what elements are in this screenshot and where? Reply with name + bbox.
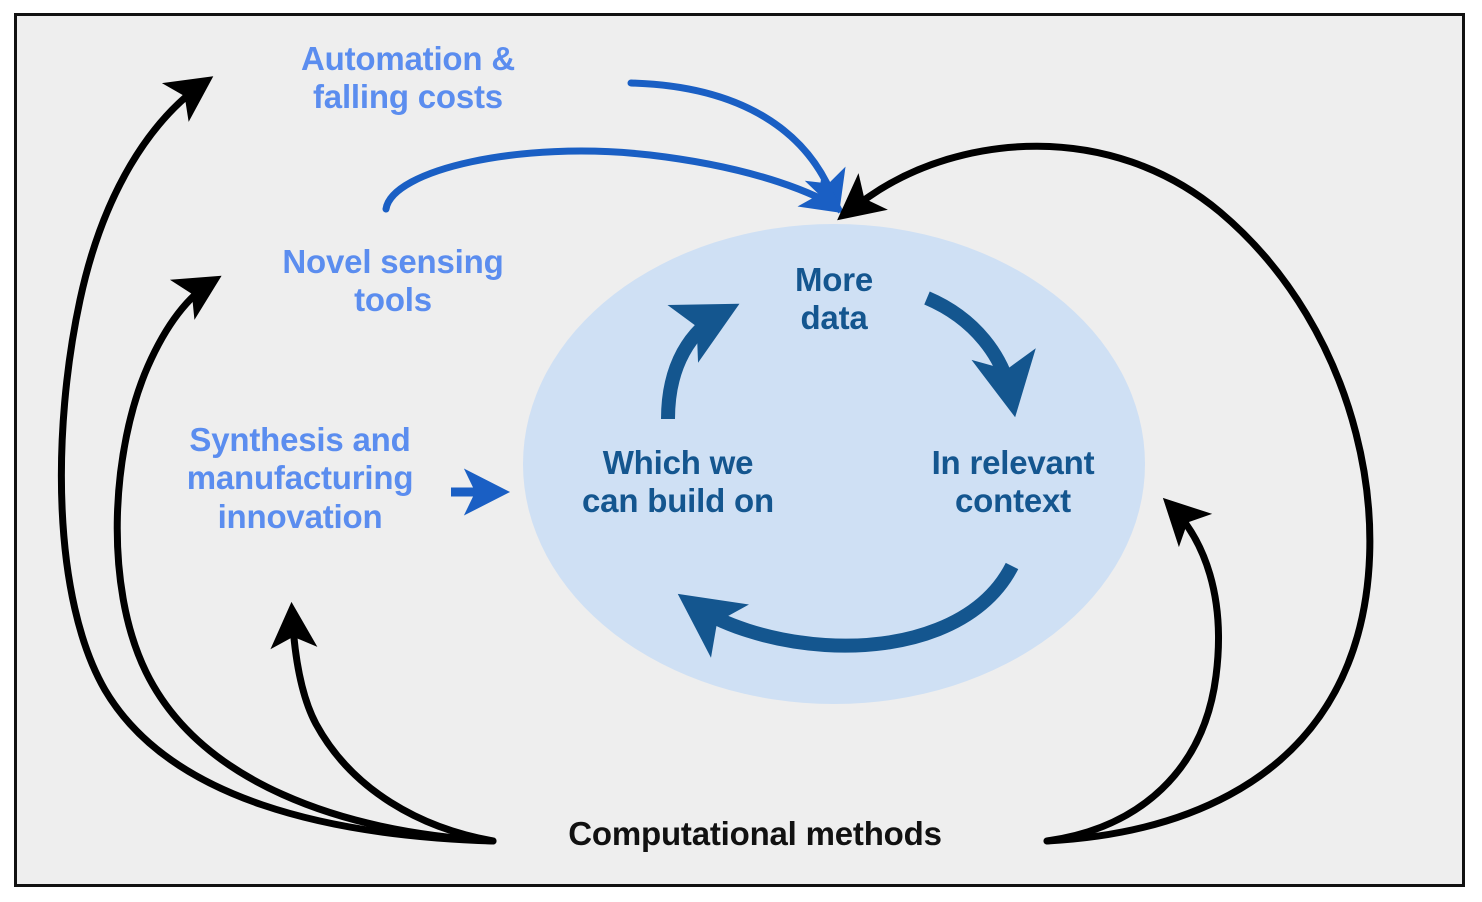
black-arrow-comp-to-sensing: [113, 275, 497, 845]
black-arrow-comp-to-synthesis: [270, 601, 497, 845]
driver-label-automation: Automation & falling costs: [301, 40, 515, 116]
black-arrow-comp-to-more-data: [837, 142, 1374, 845]
enabler-label-computational-methods: Computational methods: [568, 815, 942, 852]
cycle-node-more-data: More data: [794, 261, 874, 337]
black-arrow-comp-to-context: [1043, 497, 1222, 845]
cycle-node-in-relevant-context: In relevant context: [931, 444, 1095, 520]
cycle-arrow-build-to-more: [661, 303, 740, 420]
cycle-arrow-more-to-context: [924, 291, 1036, 418]
driver-label-synthesis-manufacturing: Synthesis and manufacturing innovation: [186, 421, 414, 535]
driver-label-novel-sensing-tools: Novel sensing tools: [282, 243, 504, 319]
blue-arrow-automation-to-more-data: [627, 79, 846, 214]
cycle-node-which-we-can-build-on: Which we can build on: [582, 444, 774, 520]
black-arrow-comp-to-automation: [57, 76, 497, 845]
blue-arrow-sensing-to-more-data: [382, 147, 845, 214]
cycle-arrow-context-to-build: [677, 562, 1019, 658]
